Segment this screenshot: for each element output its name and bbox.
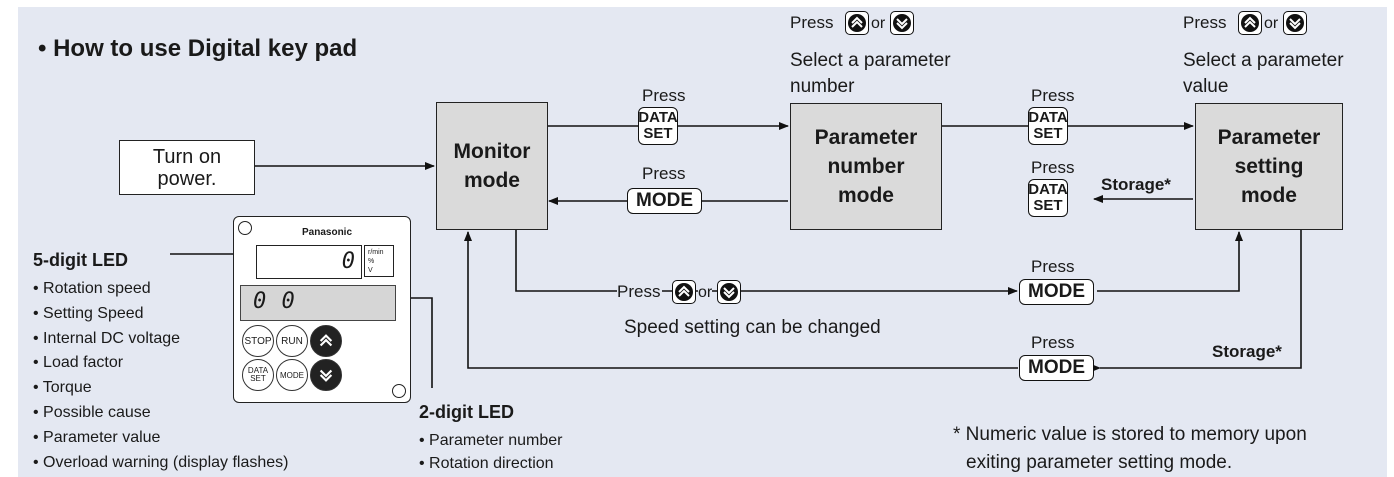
led5-item: • Overload warning (display flashes) xyxy=(33,454,289,471)
data-key-line2: SET xyxy=(1033,125,1063,142)
turn-on-power-box: Turn on power. xyxy=(119,140,255,195)
down-key-icon xyxy=(1283,11,1307,35)
select-num-line1: Select a parameter xyxy=(790,50,951,71)
select-val-line2: value xyxy=(1183,76,1229,97)
pnum-line1: Parameter xyxy=(814,126,918,149)
down-key-icon xyxy=(310,359,342,391)
press-label-data3: Press xyxy=(1031,158,1075,177)
or-label-top2: or xyxy=(1264,15,1279,32)
arrow-storage-return xyxy=(464,231,1018,369)
data-key-line1: DATA xyxy=(638,109,678,126)
parameter-number-mode-box: Parameter number mode xyxy=(790,103,942,230)
keypad-device: Panasonic 0 r/min % V 0 0 STOP RUN DATA … xyxy=(233,216,411,403)
led5-item: • Load factor xyxy=(33,354,124,371)
small-data-line1: DATA xyxy=(247,366,269,375)
footnote-line1: * Numeric value is stored to memory upon xyxy=(953,424,1307,445)
press-label-top2: Press xyxy=(1183,13,1227,32)
up-key-icon xyxy=(845,11,869,35)
data-set-key: DATA SET xyxy=(638,107,678,145)
unit-percent: % xyxy=(368,258,375,265)
press-label-mode1: Press xyxy=(642,164,686,183)
storage-label-lower: Storage* xyxy=(1212,342,1282,361)
led5-item: • Torque xyxy=(33,379,92,396)
screw-icon xyxy=(392,384,406,398)
led5-display: 0 xyxy=(256,245,362,279)
led2-value: 0 0 xyxy=(253,289,296,314)
monitor-mode-box: Monitor mode xyxy=(436,102,548,230)
press-label-data1: Press xyxy=(642,86,686,105)
press-label-mode3: Press xyxy=(1031,333,1075,352)
parameter-setting-mode-box: Parameter setting mode xyxy=(1195,103,1343,230)
up-key-icon xyxy=(672,280,696,304)
stop-key: STOP xyxy=(242,325,274,357)
data-set-key: DATA SET xyxy=(1028,107,1068,145)
led5-item: • Setting Speed xyxy=(33,305,144,322)
page-title: • How to use Digital key pad xyxy=(38,35,358,62)
down-key-icon xyxy=(890,11,914,35)
led2-item: • Parameter number xyxy=(419,432,563,449)
led5-item: • Possible cause xyxy=(33,404,151,421)
unit-rpm: r/min xyxy=(368,249,384,256)
pnum-line3: mode xyxy=(837,184,894,207)
led5-item: • Internal DC voltage xyxy=(33,330,181,347)
mode-key: MODE xyxy=(1019,279,1094,305)
mode-key: MODE xyxy=(1019,355,1094,381)
or-label-speed: or xyxy=(698,284,713,302)
up-key-icon xyxy=(1238,11,1262,35)
arrow-monitor-speed-path xyxy=(515,230,1018,295)
pset-line1: Parameter xyxy=(1217,126,1321,149)
power-line2: power. xyxy=(157,167,217,190)
speed-change-caption: Speed setting can be changed xyxy=(624,317,881,338)
press-label-speed: Press xyxy=(617,282,663,302)
led2-display-area: 0 0 xyxy=(240,285,396,321)
pset-line3: mode xyxy=(1240,184,1297,207)
storage-label-upper: Storage* xyxy=(1101,175,1171,194)
press-label-top1: Press xyxy=(790,13,834,32)
press-label-mode2: Press xyxy=(1031,257,1075,276)
down-key-icon xyxy=(717,280,741,304)
select-val-line1: Select a parameter xyxy=(1183,50,1344,71)
led2-heading: 2-digit LED xyxy=(419,402,514,422)
led5-value: 0 xyxy=(341,249,355,274)
arrow-speed-to-pset xyxy=(1097,231,1243,292)
brand-logo: Panasonic xyxy=(302,227,353,238)
mode-key: MODE xyxy=(627,188,702,214)
monitor-line1: Monitor xyxy=(453,140,531,163)
monitor-line2: mode xyxy=(463,169,520,192)
mode-small-key: MODE xyxy=(276,359,308,391)
arrow-pset-storage-to-monitor xyxy=(1100,230,1302,369)
data-set-small-key: DATA SET xyxy=(242,359,274,391)
unit-volt: V xyxy=(368,267,373,274)
or-label-top1: or xyxy=(871,15,886,32)
data-key-line1: DATA xyxy=(1028,181,1068,198)
led5-heading: 5-digit LED xyxy=(33,250,128,270)
led5-item: • Rotation speed xyxy=(33,280,151,297)
data-key-line2: SET xyxy=(643,125,673,142)
led2-item: • Rotation direction xyxy=(419,455,554,472)
data-key-line2: SET xyxy=(1033,197,1063,214)
run-key: RUN xyxy=(276,325,308,357)
data-key-line1: DATA xyxy=(1028,109,1068,126)
unit-indicator: r/min % V xyxy=(364,245,394,277)
data-set-key: DATA SET xyxy=(1028,179,1068,217)
pnum-line2: number xyxy=(827,155,905,178)
pset-line2: setting xyxy=(1234,155,1304,178)
select-num-line2: number xyxy=(790,76,855,97)
power-line1: Turn on xyxy=(152,145,222,168)
led5-item: • Parameter value xyxy=(33,429,161,446)
up-key-icon xyxy=(310,325,342,357)
press-label-data2: Press xyxy=(1031,86,1075,105)
footnote-line2: exiting parameter setting mode. xyxy=(966,452,1233,473)
screw-icon xyxy=(238,221,252,235)
small-data-line2: SET xyxy=(250,374,266,383)
